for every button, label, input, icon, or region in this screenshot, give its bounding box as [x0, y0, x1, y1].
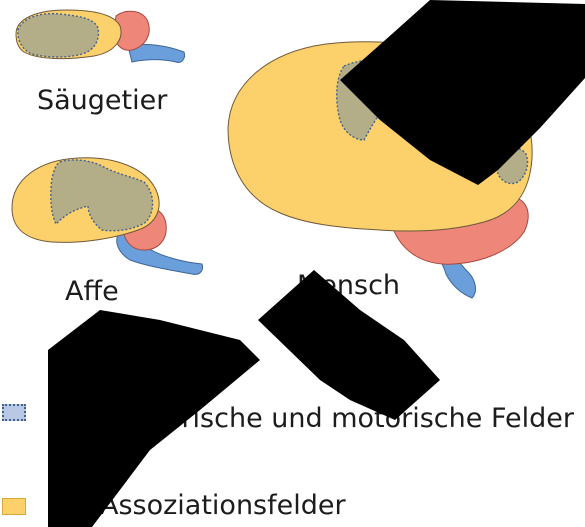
diagram-canvas: Säugetier Affe Mensch Sensorische und mo…	[0, 0, 585, 527]
black-overlay-strokes	[0, 0, 585, 527]
